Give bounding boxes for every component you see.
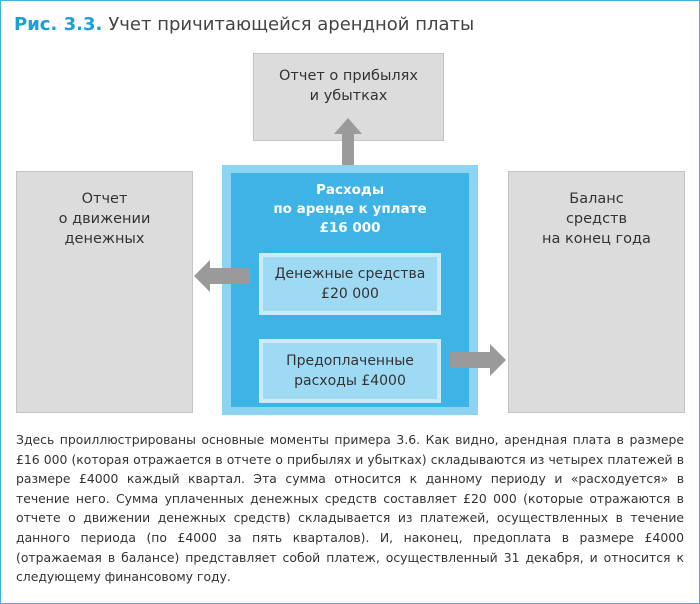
balance-sheet-label-line-1: Баланс — [569, 191, 624, 207]
rent-expense-inner: Расходы по аренде к уплате £16 000 Денеж… — [231, 173, 469, 407]
prepaid-expense-box: Предоплаченные расходы £4000 — [259, 339, 441, 403]
cash-flow-label-line-1: Отчет — [81, 191, 128, 207]
balance-sheet-label-line-3: на конец года — [542, 231, 651, 247]
explanation-paragraph: Здесь проиллюстрированы основные моменты… — [16, 432, 684, 585]
cash-paid-label: Денежные средства — [274, 266, 426, 282]
figure-title: Учет причитающейся арендной платы — [108, 14, 475, 35]
rent-expense-title-line-3: £16 000 — [319, 220, 381, 236]
income-statement-label-line-2: и убытках — [309, 88, 388, 104]
cash-flow-label-line-3: денежных — [64, 231, 145, 247]
cash-flow-label-line-2: о движении — [58, 211, 151, 227]
rent-expense-title: Расходы по аренде к уплате £16 000 — [231, 181, 469, 238]
income-statement-label-line-1: Отчет о прибылях — [279, 68, 418, 84]
cash-paid-box: Денежные средства £20 000 — [259, 253, 441, 315]
cash-paid-amount: £20 000 — [321, 286, 379, 302]
balance-sheet-box: Баланс средств на конец года — [508, 171, 685, 413]
prepaid-label-line-1: Предоплаченные — [286, 353, 414, 369]
cash-flow-statement-box: Отчет о движении денежных — [16, 171, 193, 413]
rent-expense-box: Расходы по аренде к уплате £16 000 Денеж… — [222, 165, 478, 415]
balance-sheet-label-line-2: средств — [565, 211, 628, 227]
prepaid-label-line-2: расходы £4000 — [294, 373, 406, 389]
figure-number: Рис. 3.3. — [14, 14, 103, 35]
arrow-up-to-income-statement — [334, 118, 362, 165]
rent-expense-title-line-1: Расходы — [315, 182, 385, 198]
figure-caption: Рис. 3.3.Учет причитающейся арендной пла… — [14, 14, 474, 35]
arrow-left-to-cash-flow — [194, 260, 250, 292]
arrow-right-to-balance-sheet — [450, 344, 506, 376]
rent-expense-title-line-2: по аренде к уплате — [273, 201, 427, 217]
